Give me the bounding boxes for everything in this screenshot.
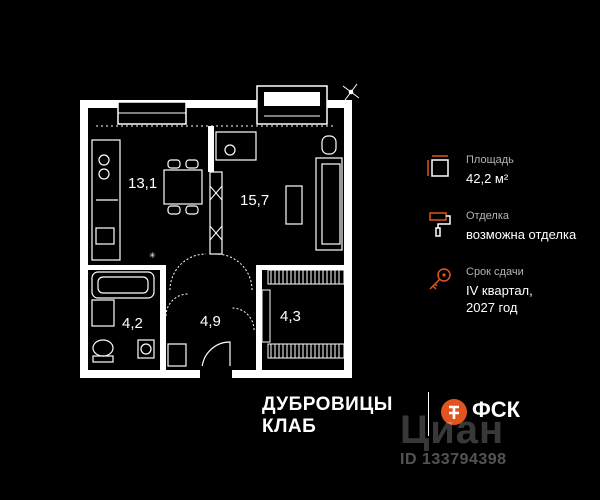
kitchen-counter [91,139,121,261]
entrance-door [201,341,231,371]
entrance-gap [200,366,232,378]
door-swing [165,253,255,331]
area-title: Площадь [466,154,514,166]
finish-value: возможна отделка [466,227,577,242]
bathtub [91,271,155,299]
fsk-logo-icon [441,399,467,425]
finish-title: Отделка [466,210,509,222]
watermark-logo: Циан [400,408,505,452]
project-name-line1: ДУБРОВИЦЫ [262,394,393,415]
delivery-value-line2: 2027 год [466,300,518,315]
delivery-title: Срок сдачи [466,266,524,278]
compass-icon [342,83,360,101]
window [117,85,328,125]
dining-table [163,159,203,215]
sink [91,299,115,327]
room-area-hall: 4,9 [200,313,221,330]
room-area-living: 15,7 [240,192,270,209]
delivery-value-line1: IV квартал, [466,283,533,298]
room-area-bathroom: 4,2 [122,315,143,332]
desk [215,131,257,161]
developer-name: ФСК [472,397,521,422]
svg-text:✳: ✳ [149,251,156,260]
key-icon [429,268,451,290]
room-area-kitchen: 13,1 [128,175,158,192]
floor-area-icon [427,155,449,177]
washing-machine [137,339,155,359]
brand-divider [428,392,429,436]
hall-cabinet [167,343,187,367]
project-name-line2: КЛАБ [262,416,317,437]
toilet [92,339,114,363]
area-value: 42,2 м² [466,171,509,186]
sofa [315,135,343,251]
sliding-partition [209,171,223,255]
watermark-id: ID 133794398 [400,451,507,468]
interior-walls [88,126,348,375]
paint-roller-icon [429,212,451,237]
room-area-storage: 4,3 [280,308,301,325]
coffee-table [285,185,303,225]
project-logo: ДУБРОВИЦЫ КЛАБ [262,394,393,438]
